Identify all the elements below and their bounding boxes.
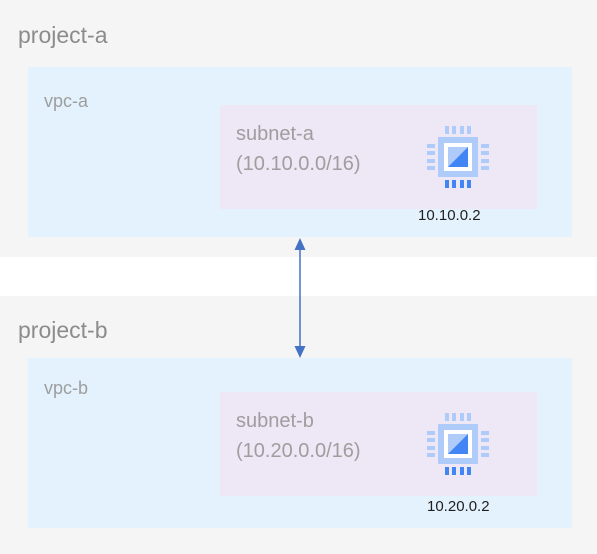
vm-b-ip-label: 10.20.0.2 bbox=[427, 498, 490, 515]
subnet-a-cidr: (10.10.0.0/16) bbox=[236, 153, 361, 175]
vpc-a-container: vpc-a subnet-a (10.10.0.0/16) 10.10.0.2 bbox=[28, 67, 572, 237]
compute-engine-icon bbox=[427, 413, 489, 475]
project-a-label: project-a bbox=[18, 22, 108, 48]
vpc-a-label: vpc-a bbox=[44, 91, 89, 111]
subnet-b-cidr: (10.20.0.0/16) bbox=[236, 440, 361, 462]
arrow-head-down bbox=[294, 346, 306, 358]
vm-a-ip-label: 10.10.0.2 bbox=[418, 207, 481, 224]
subnet-a-name: subnet-a bbox=[236, 123, 314, 145]
subnet-b-name: subnet-b bbox=[236, 410, 314, 432]
subnet-a-container: subnet-a (10.10.0.0/16) bbox=[220, 105, 537, 209]
project-a-container: project-a vpc-a subnet-a (10.10.0.0/16) bbox=[0, 0, 597, 257]
subnet-b-container: subnet-b (10.20.0.0/16) bbox=[220, 392, 537, 496]
project-b-container: project-b vpc-b subnet-b (10.20.0.0/16) bbox=[0, 296, 597, 554]
compute-engine-icon bbox=[427, 126, 489, 188]
vpc-b-container: vpc-b subnet-b (10.20.0.0/16) 10.20.0.2 bbox=[28, 358, 572, 528]
arrow-head-up bbox=[294, 238, 306, 250]
project-b-label: project-b bbox=[18, 317, 108, 343]
vpc-b-label: vpc-b bbox=[44, 378, 89, 398]
